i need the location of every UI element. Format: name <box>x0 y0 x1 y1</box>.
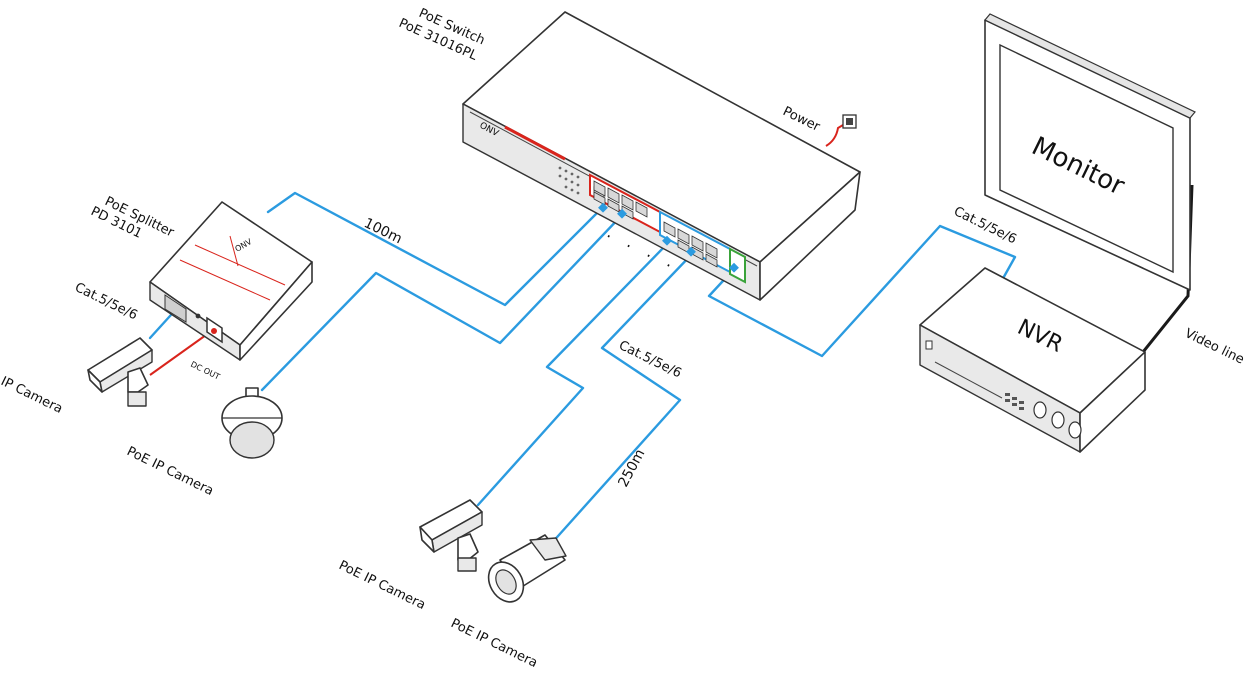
video-line-label: Video line <box>1182 326 1246 368</box>
poe-splitter-icon: ONV <box>149 201 313 361</box>
cable-box-camera-switch <box>476 241 670 507</box>
dome-camera-icon <box>221 387 283 459</box>
cat-label-right: Cat.5/5e/6 <box>951 204 1019 247</box>
power-socket-icon <box>842 114 857 129</box>
cable-splitter-switch <box>266 191 602 307</box>
power-label: Power <box>780 104 822 135</box>
box-camera-icon <box>419 499 483 572</box>
ip-camera-icon <box>87 337 153 407</box>
dc-out-label: DC OUT <box>189 360 221 382</box>
poe-ip-camera-box-label: PoE IP Camera <box>336 558 428 613</box>
cat-label-mid: Cat.5/5e/6 <box>616 338 684 381</box>
distance-100m-label: 100m <box>361 215 404 247</box>
bullet-camera-icon <box>487 534 567 603</box>
ip-camera-label: IP Camera <box>0 374 65 417</box>
cat-label-left: Cat.5/5e/6 <box>72 280 140 323</box>
cable-dc-out <box>149 329 214 376</box>
cables <box>148 121 1194 547</box>
poe-ip-camera-dome-label: PoE IP Camera <box>124 444 216 499</box>
cable-bullet-camera-switch <box>548 252 694 547</box>
cable-switch-power <box>825 121 849 147</box>
monitor-icon <box>984 13 1196 291</box>
poe-switch-icon: ONV <box>462 11 861 301</box>
nvr-icon <box>919 267 1146 453</box>
port-group-green <box>729 247 746 284</box>
cable-dome-switch <box>260 213 624 392</box>
poe-ip-camera-bullet-label: PoE IP Camera <box>448 616 540 671</box>
cable-nvr-switch <box>707 224 1017 358</box>
